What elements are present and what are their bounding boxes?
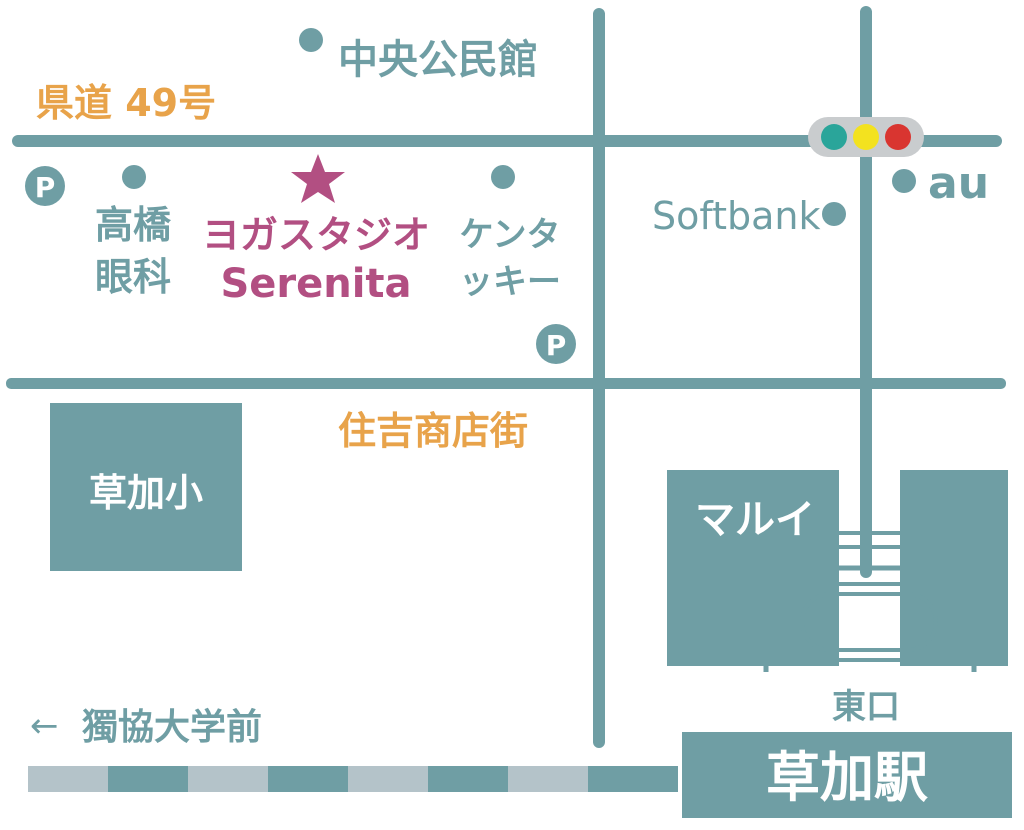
deck-stripe — [839, 531, 900, 535]
au-marker — [892, 169, 916, 193]
community-center-marker — [299, 28, 323, 52]
rotary-island — [800, 592, 938, 652]
rail-segment — [348, 766, 428, 792]
community-center-label: 中央公民館 — [338, 37, 538, 83]
station-area: マルイ 東口 草加駅 — [667, 470, 1012, 818]
rotary-outline — [763, 565, 977, 672]
parking-label-left: P — [35, 171, 56, 204]
rail-segment — [28, 766, 108, 792]
deck-stripe — [839, 545, 900, 549]
left-arrow-icon: ← — [30, 706, 59, 746]
kfc-label-line2: ッキー — [459, 262, 561, 302]
softbank-label: Softbank — [652, 194, 820, 238]
destination-marker: ヨガスタジオ Serenita — [202, 154, 430, 307]
softbank-marker — [822, 202, 846, 226]
road-prefectural-49 — [12, 135, 1002, 147]
rail-segment — [108, 766, 188, 792]
road-north-south-center — [593, 8, 605, 748]
railway-line — [28, 766, 678, 792]
clinic-label-line2: 眼科 — [95, 255, 171, 299]
road-north-south-east — [860, 6, 872, 578]
rail-segment — [588, 766, 678, 792]
destination-name-line1: ヨガスタジオ — [202, 213, 430, 257]
direction-label: 獨協大学前 — [82, 706, 262, 748]
rotary-inner-outline — [780, 582, 960, 662]
signal-light-yellow — [853, 124, 879, 150]
signal-light-green — [821, 124, 847, 150]
east-exit-label: 東口 — [832, 687, 900, 727]
rail-segment — [188, 766, 268, 792]
road-shopping-street — [6, 378, 1006, 389]
signal-light-red — [885, 124, 911, 150]
marui-label: マルイ — [695, 497, 815, 543]
prefectural-road-label: 県道 49号 — [36, 81, 216, 125]
parking-marker-left — [25, 166, 65, 206]
parking-icon: P — [25, 166, 65, 206]
rail-segment — [428, 766, 508, 792]
school-label: 草加小 — [89, 471, 203, 515]
rail-segment — [268, 766, 348, 792]
destination-name-line2: Serenita — [220, 261, 411, 307]
traffic-light-icon — [808, 117, 924, 157]
kfc-label-line1: ケンタ — [460, 215, 561, 255]
rail-segment — [508, 766, 588, 792]
au-label: au — [928, 158, 989, 209]
shopping-street-label: 住吉商店街 — [338, 409, 528, 453]
station-label: 草加駅 — [766, 746, 928, 809]
star-icon — [291, 154, 345, 203]
parking-label-right: P — [546, 329, 567, 362]
clinic-label-line1: 高橋 — [95, 203, 171, 247]
clinic-marker — [122, 165, 146, 189]
parking-marker-right — [536, 324, 576, 364]
parking-icon: P — [536, 324, 576, 364]
kfc-marker — [491, 165, 515, 189]
school-block: 草加小 — [50, 403, 242, 571]
school-building — [50, 403, 242, 571]
station-building — [682, 732, 1012, 818]
